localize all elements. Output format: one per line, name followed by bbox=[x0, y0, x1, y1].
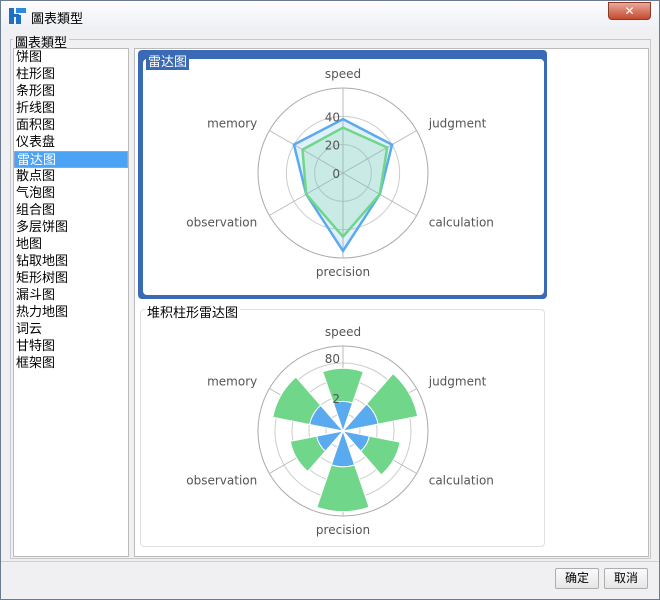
axis-label: precision bbox=[316, 265, 370, 279]
chart-type-item[interactable]: 散点图 bbox=[16, 169, 56, 184]
app-logo-icon bbox=[9, 8, 26, 24]
bar-green bbox=[359, 435, 401, 476]
bar-green bbox=[322, 367, 364, 404]
chart-type-item[interactable]: 多层饼图 bbox=[16, 220, 69, 235]
axis-label: judgment bbox=[428, 117, 487, 131]
bar-green bbox=[272, 376, 322, 426]
close-button[interactable]: ✕ bbox=[608, 2, 651, 20]
chart-type-item[interactable]: 矩形树图 bbox=[16, 271, 69, 286]
card-title: 堆积柱形雷达图 bbox=[145, 302, 241, 321]
axis-line bbox=[342, 130, 417, 174]
chart-type-item[interactable]: 条形图 bbox=[16, 84, 56, 99]
window-title: 圖表類型 bbox=[31, 12, 84, 27]
series-green-polygon bbox=[301, 126, 389, 239]
tick-label: 2 bbox=[332, 392, 340, 406]
radar-chart-card[interactable]: 雷达图 speed judgment calculation precision obs… bbox=[138, 50, 547, 299]
chart-type-group bbox=[10, 39, 651, 559]
divider bbox=[1, 561, 659, 562]
chart-type-item[interactable]: 框架图 bbox=[16, 356, 56, 371]
axis-label: observation bbox=[186, 474, 257, 488]
chart-type-item[interactable]: 柱形图 bbox=[16, 67, 56, 82]
axis-label: memory bbox=[207, 375, 257, 389]
cancel-button[interactable]: 取消 bbox=[604, 568, 648, 589]
chart-type-item[interactable]: 雷达图 bbox=[14, 151, 128, 168]
chart-type-item[interactable]: 折线图 bbox=[16, 101, 56, 116]
chart-type-item[interactable]: 仪表盘 bbox=[16, 135, 56, 150]
chart-type-item[interactable]: 气泡图 bbox=[16, 186, 56, 201]
chart-type-item[interactable]: 组合图 bbox=[16, 203, 56, 218]
title-bar: 圖表類型 ✕ bbox=[1, 1, 659, 29]
chart-type-item[interactable]: 饼图 bbox=[16, 50, 43, 65]
bar-green bbox=[365, 372, 419, 425]
radar-chart: speed judgment calculation precision observa… bbox=[186, 67, 494, 279]
chart-type-item[interactable]: 词云 bbox=[16, 322, 43, 337]
tick-label: 20 bbox=[325, 139, 340, 153]
axis-line bbox=[269, 130, 344, 174]
group-label: 圖表類型 bbox=[13, 32, 70, 51]
axis-label: judgment bbox=[428, 375, 487, 389]
axis-label: speed bbox=[325, 325, 361, 339]
tick-label: 40 bbox=[325, 110, 340, 124]
chart-type-item[interactable]: 钻取地图 bbox=[16, 254, 69, 269]
chart-type-item[interactable]: 甘特图 bbox=[16, 339, 56, 354]
series-blue-polygon bbox=[292, 117, 394, 254]
tick-label: 0 bbox=[332, 167, 340, 181]
tick-label: 80 bbox=[325, 352, 340, 366]
chart-type-item[interactable]: 漏斗图 bbox=[16, 288, 56, 303]
bar-green bbox=[289, 435, 327, 473]
axis-label: calculation bbox=[429, 216, 494, 230]
chart-type-item[interactable]: 地图 bbox=[16, 237, 43, 252]
chart-type-list[interactable]: 饼图柱形图条形图折线图面积图仪表盘雷达图散点图气泡图组合图多层饼图地图钻取地图矩… bbox=[13, 48, 129, 557]
chart-type-item[interactable]: 热力地图 bbox=[16, 305, 69, 320]
ok-button[interactable]: 确定 bbox=[555, 568, 599, 589]
axis-label: memory bbox=[207, 117, 257, 131]
axis-label: precision bbox=[316, 523, 370, 537]
axis-label: observation bbox=[186, 216, 257, 230]
chart-preview-panel[interactable]: 雷达图 speed judgment calculation precision obs… bbox=[134, 48, 649, 557]
bar-green bbox=[316, 464, 370, 513]
axis-label: speed bbox=[325, 67, 361, 81]
axis-label: calculation bbox=[429, 474, 494, 488]
chart-type-item[interactable]: 面积图 bbox=[16, 118, 56, 133]
stacked-polar-bar-card[interactable]: 堆积柱形雷达图 speed judgment calculation precisio… bbox=[140, 302, 545, 547]
stacked-polar-bar-chart: speed judgment calculation precision observa… bbox=[186, 325, 494, 537]
card-title: 雷达图 bbox=[146, 51, 190, 70]
